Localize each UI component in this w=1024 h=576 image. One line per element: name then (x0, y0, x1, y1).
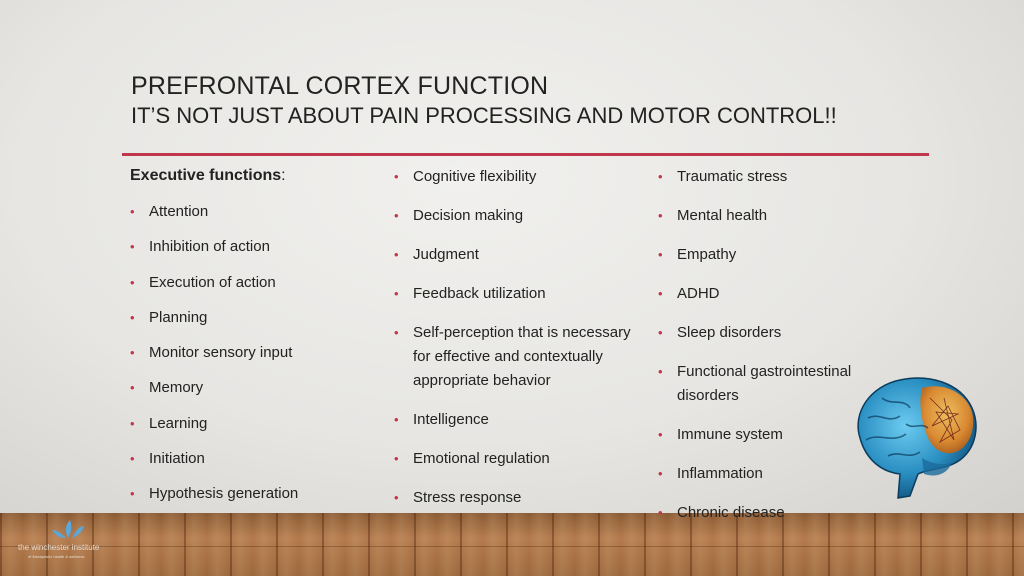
list-item: Sleep disorders (658, 321, 868, 345)
heading-text: Executive functions (130, 167, 282, 184)
list-item: Initiation (130, 449, 360, 484)
brain-illustration (857, 377, 977, 499)
column-cognitive: Cognitive flexibility Decision making Ju… (394, 165, 644, 525)
list-item: Judgment (394, 243, 644, 267)
floor-seam (0, 546, 1024, 547)
list-item: Functional gastrointestinal disorders (658, 360, 868, 408)
list-item: Mental health (658, 204, 868, 228)
list-item: Empathy (658, 243, 868, 267)
logo-tagline: of therapeutic health & wellness (28, 554, 85, 559)
slide-title: PREFRONTAL CORTEX FUNCTION (131, 72, 549, 100)
list-item: Feedback utilization (394, 282, 644, 306)
title-divider (122, 153, 929, 156)
lotus-logo-icon (52, 520, 84, 538)
list-item: Execution of action (130, 273, 360, 308)
list-item: Memory (130, 378, 360, 413)
list-item: Intelligence (394, 408, 644, 432)
slide-subtitle: IT’S NOT JUST ABOUT PAIN PROCESSING AND … (131, 103, 837, 128)
cognitive-list: Cognitive flexibility Decision making Ju… (394, 165, 644, 510)
health-conditions-list: Traumatic stress Mental health Empathy A… (658, 165, 868, 525)
list-item: Hypothesis generation (130, 484, 360, 519)
list-item: Cognitive flexibility (394, 165, 644, 189)
list-item: Decision making (394, 204, 644, 228)
column-executive-functions: Executive functions: Attention Inhibitio… (130, 165, 360, 520)
list-item: Attention (130, 202, 360, 237)
executive-functions-list: Attention Inhibition of action Execution… (130, 202, 360, 520)
list-item: Planning (130, 308, 360, 343)
list-item: Self-perception that is necessary for ef… (394, 321, 644, 393)
heading-colon: : (281, 167, 286, 184)
list-item: Inflammation (658, 462, 868, 486)
list-item: Learning (130, 414, 360, 449)
list-item: ADHD (658, 282, 868, 306)
list-item: Chronic disease (658, 501, 868, 525)
list-item: Stress response (394, 486, 644, 510)
list-item: Emotional regulation (394, 447, 644, 471)
list-item: Inhibition of action (130, 237, 360, 272)
list-item: Immune system (658, 423, 868, 447)
list-item: Traumatic stress (658, 165, 868, 189)
logo-name: the winchester institute (18, 543, 100, 552)
column-health-conditions: Traumatic stress Mental health Empathy A… (658, 165, 868, 540)
list-item: Monitor sensory input (130, 343, 360, 378)
column-heading: Executive functions: (130, 167, 360, 202)
